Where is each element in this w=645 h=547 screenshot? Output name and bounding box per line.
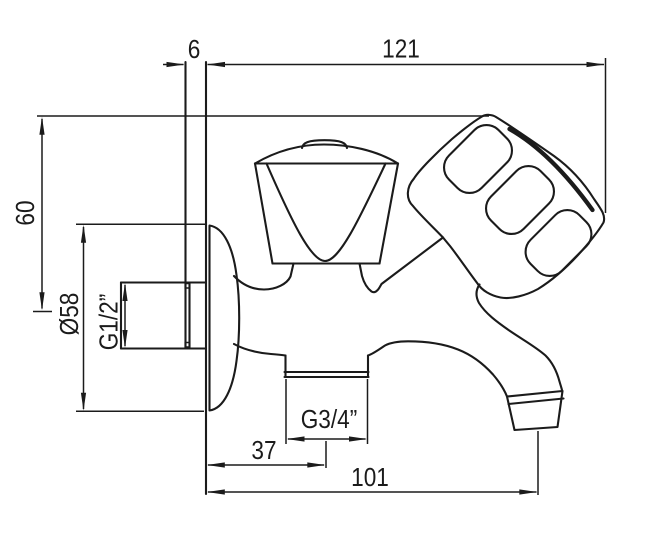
aerator-band [507, 397, 565, 406]
shank-corner-mark-top [184, 282, 191, 289]
top-knob [253, 139, 400, 265]
arrowhead [166, 61, 185, 68]
knob-side-left [253, 162, 274, 265]
arrowhead [519, 489, 538, 495]
arrowhead [349, 436, 367, 442]
grip-edge-highlight [507, 126, 595, 213]
shank-corner-mark-bottom [184, 341, 191, 348]
dimension-labels: 6 121 60 Ø58 G1/2” G3/4” 37 101 [12, 35, 420, 492]
grip-groove-3 [524, 209, 593, 277]
label-height-above-axis: 60 [12, 200, 41, 225]
aerator [505, 389, 564, 432]
wall-section [184, 60, 208, 496]
flange-profile [208, 224, 241, 412]
grip-grooves [442, 123, 593, 277]
arrowhead [586, 61, 605, 68]
label-flange-diameter: Ø58 [56, 293, 85, 336]
knob-side-right [378, 162, 400, 265]
knob-cap [300, 139, 349, 150]
spout-upper-edge [475, 283, 564, 393]
body-bottom-left-fillet [232, 342, 287, 357]
label-outlet-offset: 37 [251, 437, 276, 466]
outlet-nipple [283, 354, 370, 379]
label-wall-thickness: 6 [188, 36, 201, 65]
arrowhead [122, 283, 128, 301]
arrowhead [122, 330, 128, 348]
arrowhead [39, 116, 45, 135]
inlet-shank [119, 281, 208, 350]
arrowhead [207, 61, 225, 68]
knob-facet-curve [265, 162, 387, 263]
label-spout-reach: 101 [351, 464, 389, 493]
tap-body [232, 236, 445, 357]
grip-outline [406, 113, 606, 300]
wall-flange [208, 224, 241, 412]
grip-groove-2 [484, 164, 556, 236]
label-outlet-thread: G3/4” [301, 406, 358, 435]
label-inlet-thread: G1/2” [95, 294, 124, 351]
body-valley-and-stem [358, 236, 445, 294]
arrowhead [80, 224, 87, 243]
spout [366, 283, 565, 432]
arrowhead [206, 462, 225, 468]
dimensions [33, 58, 607, 495]
grip-handle [406, 113, 606, 300]
body-top-left-fillet [232, 262, 295, 291]
spout-lower-edge [366, 340, 509, 398]
arrowhead [286, 436, 305, 442]
arrowhead [206, 489, 225, 495]
arrowhead [39, 292, 45, 311]
grip-groove-1 [442, 123, 514, 195]
arrowhead [80, 392, 87, 411]
knob-dome [253, 143, 400, 165]
arrowhead [307, 462, 326, 468]
label-overall-depth: 121 [382, 35, 420, 64]
